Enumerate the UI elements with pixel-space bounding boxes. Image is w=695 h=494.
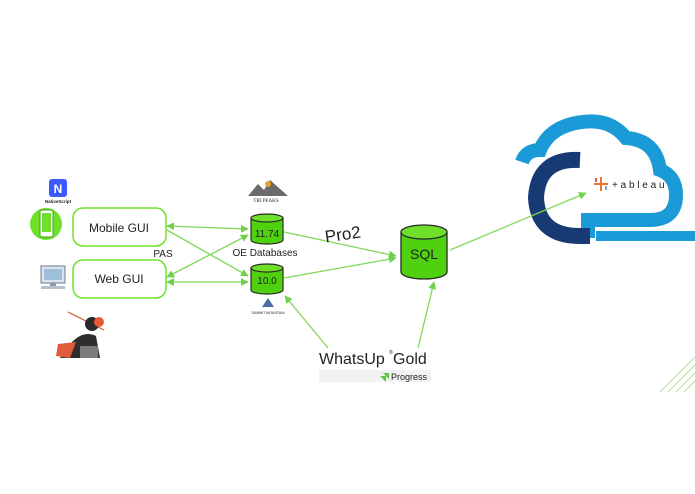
pro2-label: Pro2 xyxy=(324,223,362,247)
db-1174-label: 11.74 xyxy=(255,229,280,240)
connection-arrows xyxy=(166,192,587,349)
progress-label: Progress xyxy=(391,372,428,382)
arrow-whatsup-to-sql xyxy=(417,281,437,349)
sql-label: SQL xyxy=(410,246,438,262)
whatsup-gold-logo: WhatsUp ® Gold Progress xyxy=(319,349,431,382)
smartphone-icon xyxy=(30,208,62,240)
svg-text:N: N xyxy=(54,182,63,196)
database-1174-icon xyxy=(250,213,284,245)
kendo-character-icon xyxy=(56,311,105,358)
whatsup-registered-mark: ® xyxy=(389,349,393,356)
arrow-whatsup-to-db100 xyxy=(284,295,329,349)
svg-text:TRI PEAKS: TRI PEAKS xyxy=(253,199,278,204)
db-100-label: 10.0 xyxy=(257,276,277,287)
progress-band xyxy=(319,370,431,382)
svg-text:SUMMIT MOUNTAIN: SUMMIT MOUNTAIN xyxy=(251,311,285,315)
arrow-web-to-db1174 xyxy=(166,234,249,278)
tableau-plus-icon xyxy=(594,177,608,191)
arrow-db100-to-sql xyxy=(283,255,397,279)
whatsup-gold-text-2: Gold xyxy=(393,351,427,368)
tri-peaks-logo: TRI PEAKS xyxy=(248,180,288,204)
arrow-db1174-to-sql xyxy=(283,231,397,259)
pas-label: PAS xyxy=(153,249,173,260)
oe-databases-label: OE Databases xyxy=(232,248,297,259)
sql-database-icon xyxy=(400,224,448,280)
summit-mountain-logo: SUMMIT MOUNTAIN xyxy=(251,298,285,315)
nativescript-logo: N NativeScript xyxy=(45,179,72,204)
progress-icon xyxy=(380,373,389,382)
tableau-wordmark: + a b l e a u xyxy=(612,180,665,191)
arrow-mobile-to-db1174 xyxy=(166,222,249,233)
tableau-logo: + a b l e a u xyxy=(594,177,665,191)
decorative-lines xyxy=(659,356,695,393)
mobile-gui-label: Mobile GUI xyxy=(89,221,149,235)
arrow-sql-to-tableau xyxy=(449,192,587,251)
mobile-gui-box xyxy=(72,207,167,247)
whatsup-gold-text: WhatsUp xyxy=(319,351,385,368)
web-gui-label: Web GUI xyxy=(94,272,143,286)
svg-text:NativeScript: NativeScript xyxy=(45,199,72,204)
cloud-icon xyxy=(515,114,695,244)
desktop-monitor-icon xyxy=(40,265,66,289)
nativescript-icon xyxy=(49,179,67,197)
web-gui-box xyxy=(72,259,167,299)
database-100-icon xyxy=(250,263,284,295)
